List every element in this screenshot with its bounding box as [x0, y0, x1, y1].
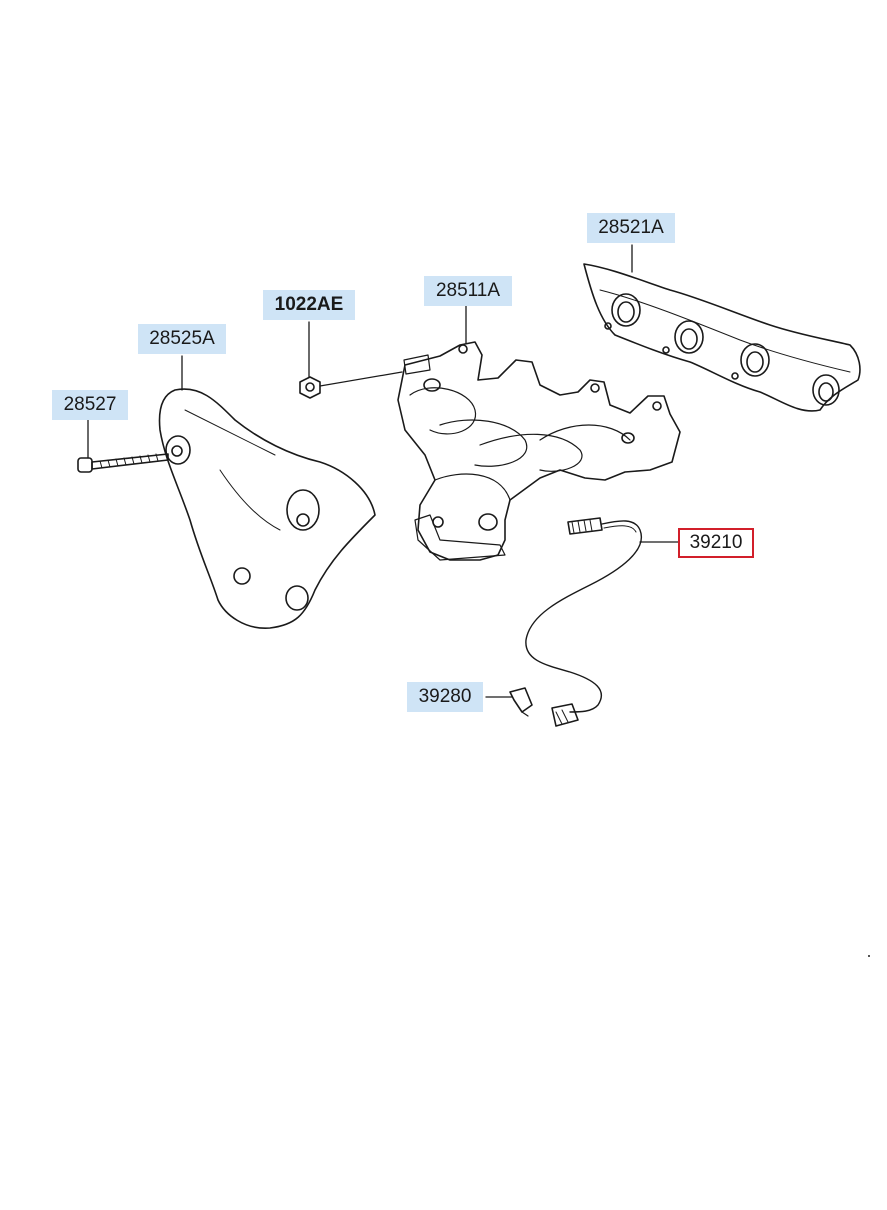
label-1022AE[interactable]: 1022AE [263, 290, 355, 320]
label-28521A[interactable]: 28521A [587, 213, 675, 243]
gasket-part[interactable] [583, 263, 861, 412]
oxygen-sensor-part[interactable] [525, 517, 643, 727]
label-39280[interactable]: 39280 [407, 682, 483, 712]
label-39210-selected[interactable]: 39210 [678, 528, 754, 558]
bracket-part[interactable] [509, 687, 533, 717]
exhaust-manifold-part[interactable] [397, 341, 681, 561]
label-28527[interactable]: 28527 [52, 390, 128, 420]
nut-part[interactable] [299, 376, 321, 399]
label-28525A[interactable]: 28525A [138, 324, 226, 354]
heat-protector-part[interactable] [158, 388, 376, 629]
stud-line [319, 371, 403, 387]
stray-dot [868, 955, 870, 957]
bolt-part[interactable] [77, 453, 169, 473]
label-28511A[interactable]: 28511A [424, 276, 512, 306]
leader-lines [87, 244, 679, 698]
